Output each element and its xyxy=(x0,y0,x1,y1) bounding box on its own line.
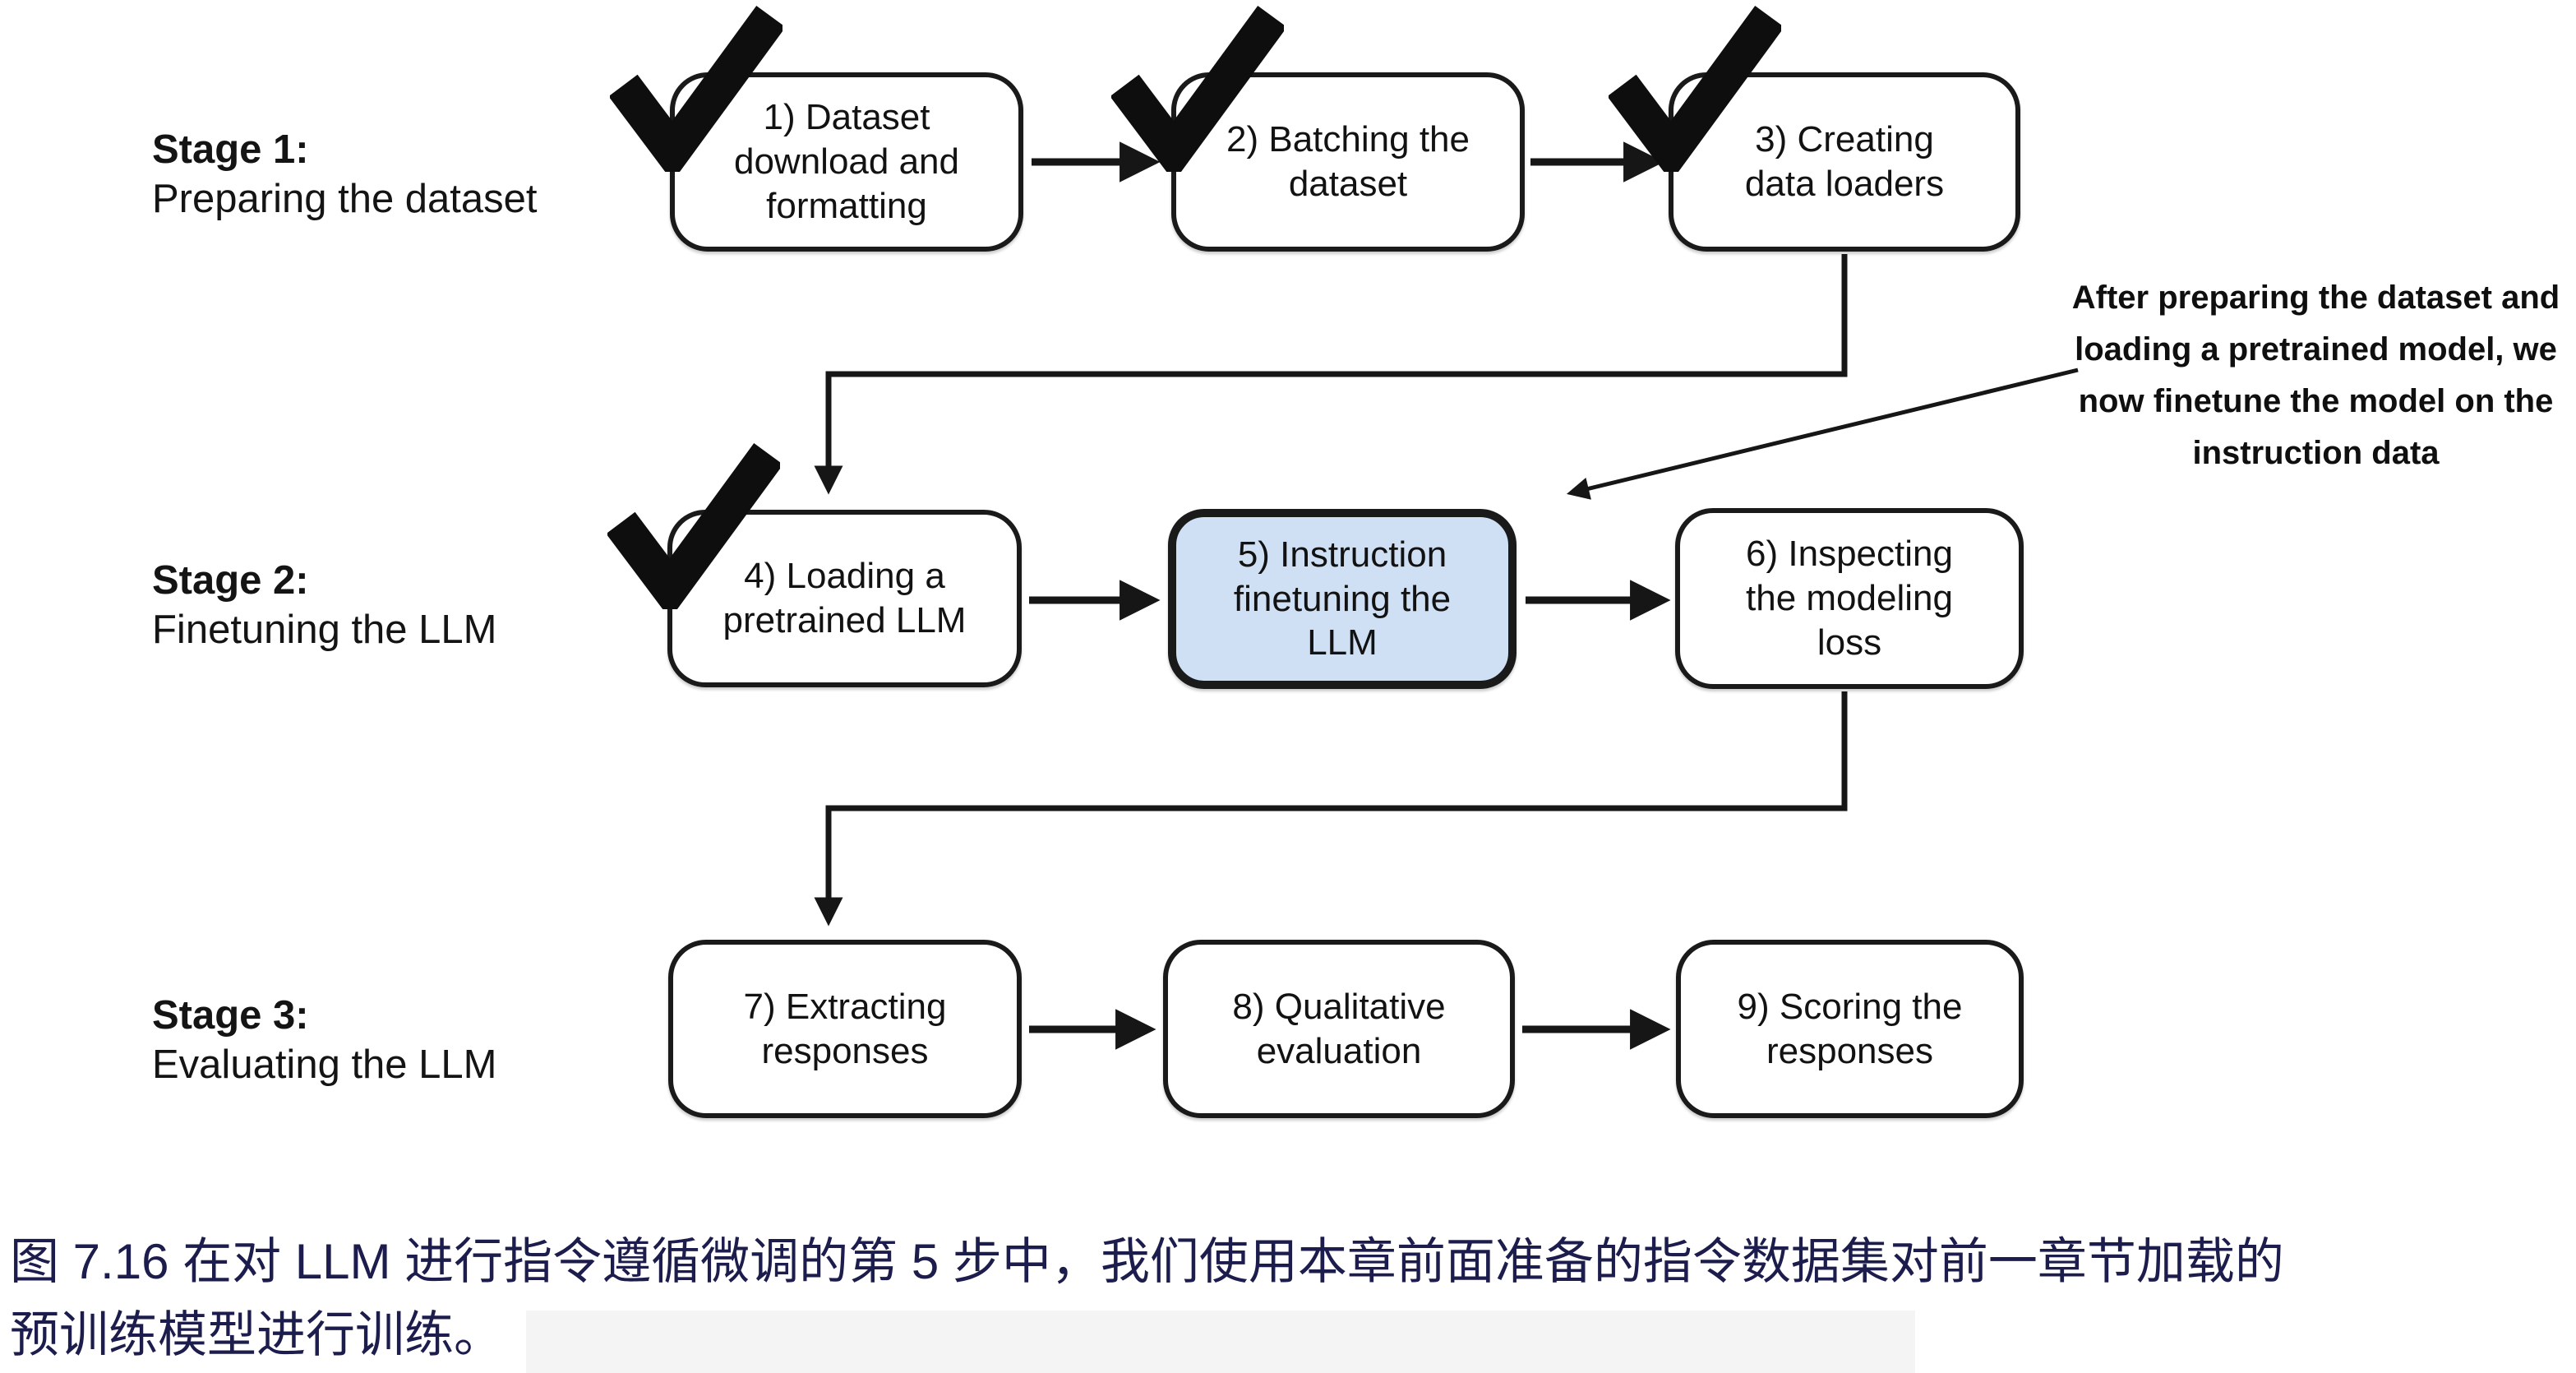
annotation-line: instruction data xyxy=(2192,435,2440,471)
background-band xyxy=(526,1311,1915,1373)
annotation-line: After preparing the dataset and xyxy=(2071,280,2560,316)
elbow-box3-box4 xyxy=(814,254,1848,495)
flow-box-label: 3) Creating data loaders xyxy=(1744,119,1945,204)
annotation-line: loading a pretrained model, we xyxy=(2075,331,2557,368)
stage-1-title: Stage 1: xyxy=(152,127,309,172)
annotation-note: After preparing the dataset and loading … xyxy=(2051,272,2576,479)
flow-box-6-inspecting-loss: 6) Inspecting the modeling loss xyxy=(1675,508,2024,689)
flow-box-5-instruction-finetuning: 5) Instruction finetuning the LLM xyxy=(1168,509,1517,689)
flow-box-7-extracting-responses: 7) Extracting responses xyxy=(668,940,1022,1118)
flow-box-label: 2) Batching the dataset xyxy=(1226,119,1470,204)
figure-caption-line-1: 图 7.16 在对 LLM 进行指令遵循微调的第 5 步中，我们使用本章前面准备… xyxy=(10,1234,2284,1289)
checkmark-icon xyxy=(607,443,780,609)
figure-caption-line-2: 预训练模型进行训练。 xyxy=(10,1307,503,1362)
flow-box-label: 9) Scoring the responses xyxy=(1737,986,1963,1071)
stage-2-subtitle: Finetuning the LLM xyxy=(152,608,497,652)
flow-box-9-scoring-responses: 9) Scoring the responses xyxy=(1676,940,2024,1118)
stage-3-subtitle: Evaluating the LLM xyxy=(152,1042,497,1087)
flow-box-label: 1) Dataset download and formatting xyxy=(733,97,959,226)
stage-3-label: Stage 3: Evaluating the LLM xyxy=(152,991,497,1089)
checkmark-icon xyxy=(610,6,782,172)
checkmark-icon xyxy=(1111,6,1284,172)
flow-box-label: 4) Loading a pretrained LLM xyxy=(722,556,967,640)
flow-box-label: 5) Instruction finetuning the LLM xyxy=(1233,534,1452,663)
flow-box-8-qualitative-evaluation: 8) Qualitative evaluation xyxy=(1163,940,1515,1118)
stage-1-subtitle: Preparing the dataset xyxy=(152,177,538,221)
flow-box-label: 6) Inspecting the modeling loss xyxy=(1746,534,1953,663)
elbow-box6-box7 xyxy=(814,691,1848,927)
stage-1-label: Stage 1: Preparing the dataset xyxy=(152,125,538,224)
figure-caption: 图 7.16 在对 LLM 进行指令遵循微调的第 5 步中，我们使用本章前面准备… xyxy=(10,1225,2566,1371)
flow-box-label: 7) Extracting responses xyxy=(743,986,947,1071)
flow-box-2-batching-dataset: 2) Batching the dataset xyxy=(1171,72,1525,252)
stage-3-title: Stage 3: xyxy=(152,993,309,1038)
flow-box-3-creating-data-loaders: 3) Creating data loaders xyxy=(1669,72,2020,252)
flow-box-label: 8) Qualitative evaluation xyxy=(1232,986,1446,1071)
annotation-arrow xyxy=(1566,368,2079,500)
stage-2-label: Stage 2: Finetuning the LLM xyxy=(152,556,497,654)
checkmark-icon xyxy=(1609,6,1781,172)
annotation-line: now finetune the model on the xyxy=(2078,383,2554,419)
stage-2-title: Stage 2: xyxy=(152,558,309,603)
flow-box-1-dataset-download: 1) Dataset download and formatting xyxy=(670,72,1023,252)
